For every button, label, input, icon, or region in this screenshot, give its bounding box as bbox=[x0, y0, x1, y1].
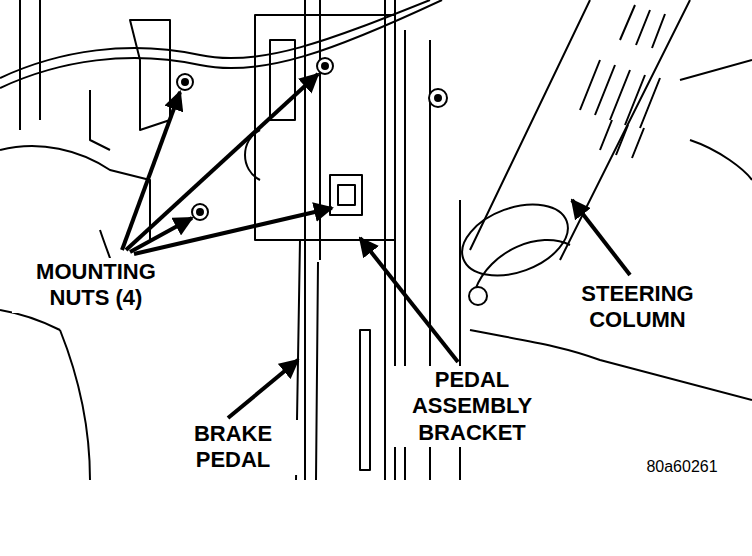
support-detail bbox=[360, 330, 370, 470]
wire bbox=[0, 0, 442, 88]
part-label: MOUNTING NUTS (4) bbox=[12, 258, 180, 313]
nut bbox=[317, 58, 333, 74]
mounting-nuts bbox=[177, 58, 487, 305]
column-bolt bbox=[469, 287, 487, 305]
leader-arrow bbox=[134, 208, 332, 254]
leader-arrow bbox=[228, 360, 298, 418]
dash-bracket bbox=[90, 20, 170, 150]
steering-column-collar bbox=[452, 191, 577, 289]
bracket-rail bbox=[305, 0, 395, 480]
leader-arrow bbox=[360, 238, 458, 362]
leader-arrow bbox=[126, 74, 318, 250]
brake-pedal-arm bbox=[296, 240, 318, 480]
figure-number: 80a60261 bbox=[632, 456, 732, 477]
column-bolt bbox=[429, 89, 447, 107]
bracket-plate bbox=[255, 15, 395, 240]
nut bbox=[177, 74, 193, 90]
nut bbox=[182, 79, 188, 85]
nut bbox=[197, 209, 203, 215]
bracket-detail bbox=[245, 40, 295, 180]
nut bbox=[322, 63, 328, 69]
column-bolt bbox=[435, 95, 441, 101]
column-slots bbox=[580, 5, 665, 158]
leader-arrow bbox=[572, 200, 630, 275]
part-label: STEERING COLUMN bbox=[555, 280, 720, 335]
dash-panel bbox=[0, 0, 150, 240]
part-label: BRAKE PEDAL bbox=[168, 420, 298, 475]
nut bbox=[192, 204, 208, 220]
leader-arrows bbox=[122, 74, 630, 418]
steering-column-tube bbox=[470, 0, 690, 260]
part-label: PEDAL ASSEMBLY BRACKET bbox=[392, 366, 552, 447]
dash-panel bbox=[680, 60, 752, 180]
line-art bbox=[0, 0, 752, 480]
switch-bracket bbox=[330, 175, 362, 215]
